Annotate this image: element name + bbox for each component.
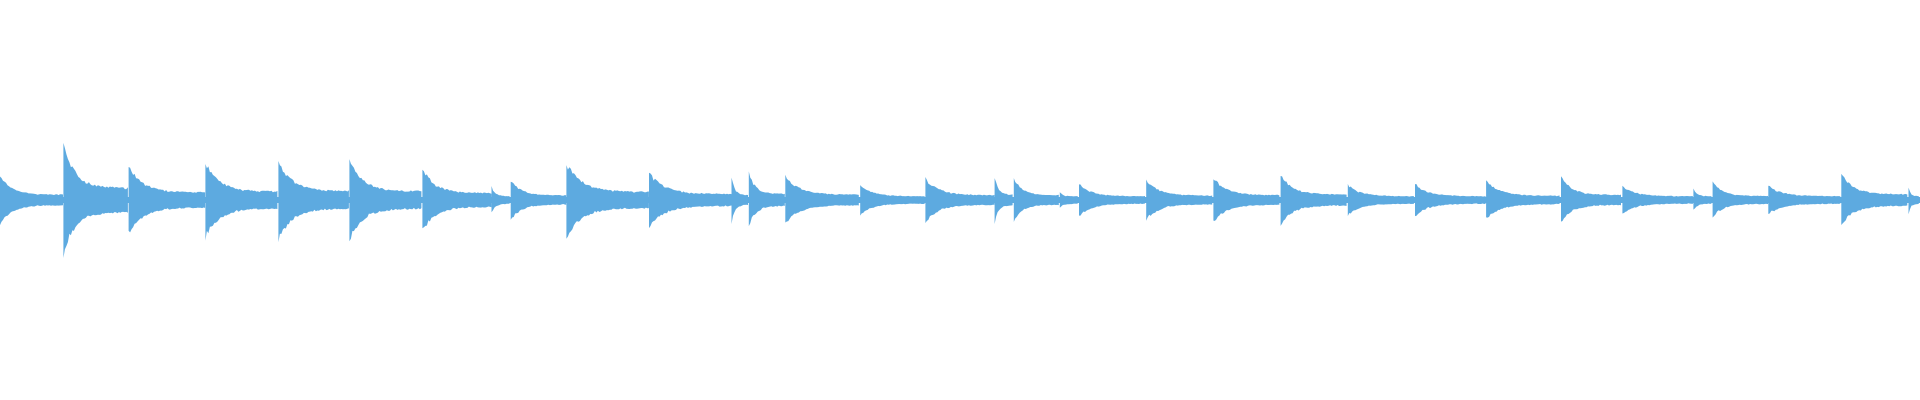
waveform-transient-7 <box>422 169 492 229</box>
waveform-transient-32 <box>1841 173 1908 225</box>
waveform-transient-25 <box>1415 184 1486 217</box>
waveform-transient-2 <box>63 142 128 258</box>
waveform-transient-30 <box>1712 181 1769 218</box>
waveform-transient-3 <box>128 167 206 233</box>
waveform-transient-23 <box>1280 176 1347 226</box>
waveform-transient-26 <box>1486 180 1560 218</box>
waveform-transient-13 <box>748 171 785 227</box>
waveform-transient-5 <box>278 161 349 243</box>
waveform-transient-6 <box>349 159 422 242</box>
waveform-transient-21 <box>1146 179 1213 221</box>
waveform-transient-20 <box>1079 184 1145 216</box>
waveform-transient-11 <box>649 172 732 229</box>
waveform-transient-14 <box>785 174 859 223</box>
waveform-transient-24 <box>1347 184 1414 216</box>
waveform-transient-31 <box>1768 185 1841 214</box>
waveform-transient-29 <box>1693 188 1712 210</box>
waveform-transient-19 <box>1059 192 1078 208</box>
waveform-transient-9 <box>510 181 567 220</box>
waveform-transient-10 <box>566 165 649 239</box>
waveform-transient-4 <box>205 164 278 241</box>
waveform-transient-18 <box>1013 178 1059 222</box>
waveform-transient-1 <box>0 176 63 226</box>
waveform-transient-15 <box>860 185 925 216</box>
waveform-segments <box>0 142 1920 258</box>
waveform-transient-12 <box>731 177 748 224</box>
waveform-transient-22 <box>1213 179 1280 221</box>
waveform-transient-8 <box>491 186 510 213</box>
waveform-transient-33 <box>1908 187 1919 215</box>
waveform-transient-28 <box>1622 185 1693 214</box>
waveform-transient-17 <box>994 178 1013 224</box>
waveform-transient-27 <box>1561 176 1621 222</box>
waveform-transient-16 <box>925 177 995 223</box>
